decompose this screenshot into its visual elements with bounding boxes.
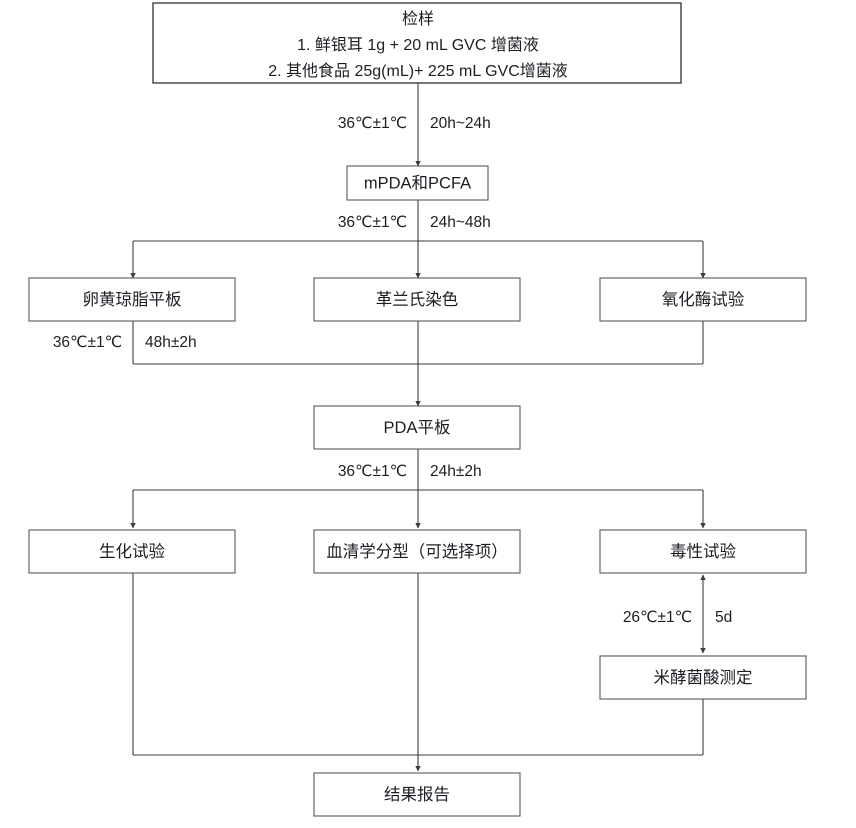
node-toxicity-test-box[interactable] bbox=[599, 529, 807, 574]
node-toxicity-test-label: 毒性试验 bbox=[670, 542, 737, 561]
node-sample-line3: 2. 其他食品 25g(mL)+ 225 mL GVC增菌液 bbox=[268, 62, 568, 80]
edge-label-pda-to-row2-duration: 24h±2h bbox=[430, 463, 482, 480]
edge-label-sample-to-mpda-duration: 20h~24h bbox=[430, 115, 491, 132]
node-bongkrekic-acid-label: 米酵菌酸测定 bbox=[654, 668, 753, 687]
node-bongkrekic-acid-box[interactable] bbox=[599, 655, 807, 700]
node-serotyping-label: 血清学分型（可选择项） bbox=[326, 542, 508, 561]
node-sample-line1: 检样 bbox=[402, 10, 434, 28]
edge-label-toxicity-to-bongkrekic-duration: 5d bbox=[715, 609, 732, 626]
node-mpda-pcfa[interactable]: mPDA和PCFA bbox=[346, 165, 489, 201]
node-mpda-pcfa-label: mPDA和PCFA bbox=[364, 173, 471, 192]
node-biochem-test-box[interactable] bbox=[28, 529, 236, 574]
edge-label-pda-to-row2: 36℃±1℃ 24h±2h bbox=[338, 463, 482, 480]
node-oxidase-test-label: 氧化酶试验 bbox=[662, 290, 745, 309]
node-result-report[interactable]: 结果报告 bbox=[313, 772, 521, 817]
node-oxidase-test-box[interactable] bbox=[599, 277, 807, 322]
node-gram-stain[interactable]: 革兰氏染色 bbox=[313, 277, 521, 322]
node-pda-plate[interactable]: PDA平板 bbox=[313, 405, 521, 450]
node-serotyping-box[interactable] bbox=[313, 529, 521, 574]
edge-label-row1-to-pda-duration: 48h±2h bbox=[145, 334, 197, 351]
edge-label-sample-to-mpda-temperature: 36℃±1℃ bbox=[338, 115, 407, 132]
node-biochem-test-label: 生化试验 bbox=[99, 542, 166, 561]
node-biochem-test[interactable]: 生化试验 bbox=[28, 529, 236, 574]
node-egg-yolk-agar[interactable]: 卵黄琼脂平板 bbox=[28, 277, 236, 322]
edge-label-mpda-to-row1: 36℃±1℃ 24h~48h bbox=[338, 214, 491, 231]
node-result-report-label: 结果报告 bbox=[384, 785, 450, 804]
node-serotyping[interactable]: 血清学分型（可选择项） bbox=[313, 529, 521, 574]
edge-label-mpda-to-row1-temperature: 36℃±1℃ bbox=[338, 214, 407, 231]
edge-label-pda-to-row2-temperature: 36℃±1℃ bbox=[338, 463, 407, 480]
node-sample-line2: 1. 鲜银耳 1g + 20 mL GVC 增菌液 bbox=[297, 36, 539, 54]
node-gram-stain-label: 革兰氏染色 bbox=[376, 290, 459, 309]
node-oxidase-test[interactable]: 氧化酶试验 bbox=[599, 277, 807, 322]
edge-label-toxicity-to-bongkrekic: 26℃±1℃ 5d bbox=[623, 609, 732, 626]
edge-label-toxicity-to-bongkrekic-temperature: 26℃±1℃ bbox=[623, 609, 692, 626]
edge-label-row1-to-pda-temperature: 36℃±1℃ bbox=[53, 334, 122, 351]
edge-label-row1-to-pda: 36℃±1℃ 48h±2h bbox=[53, 334, 197, 351]
edge-label-sample-to-mpda: 36℃±1℃ 20h~24h bbox=[338, 115, 491, 132]
node-sample-box[interactable] bbox=[152, 2, 682, 84]
node-gram-stain-box[interactable] bbox=[313, 277, 521, 322]
node-pda-plate-box[interactable] bbox=[313, 405, 521, 450]
node-egg-yolk-agar-label: 卵黄琼脂平板 bbox=[83, 290, 182, 309]
edge-label-mpda-to-row1-duration: 24h~48h bbox=[430, 214, 491, 231]
node-bongkrekic-acid[interactable]: 米酵菌酸测定 bbox=[599, 655, 807, 700]
node-toxicity-test[interactable]: 毒性试验 bbox=[599, 529, 807, 574]
node-mpda-pcfa-box[interactable] bbox=[346, 165, 489, 201]
node-egg-yolk-agar-box[interactable] bbox=[28, 277, 236, 322]
node-sample[interactable]: 检样 1. 鲜银耳 1g + 20 mL GVC 增菌液 2. 其他食品 25g… bbox=[152, 2, 682, 84]
node-result-report-box[interactable] bbox=[313, 772, 521, 817]
node-pda-plate-label: PDA平板 bbox=[384, 418, 451, 437]
